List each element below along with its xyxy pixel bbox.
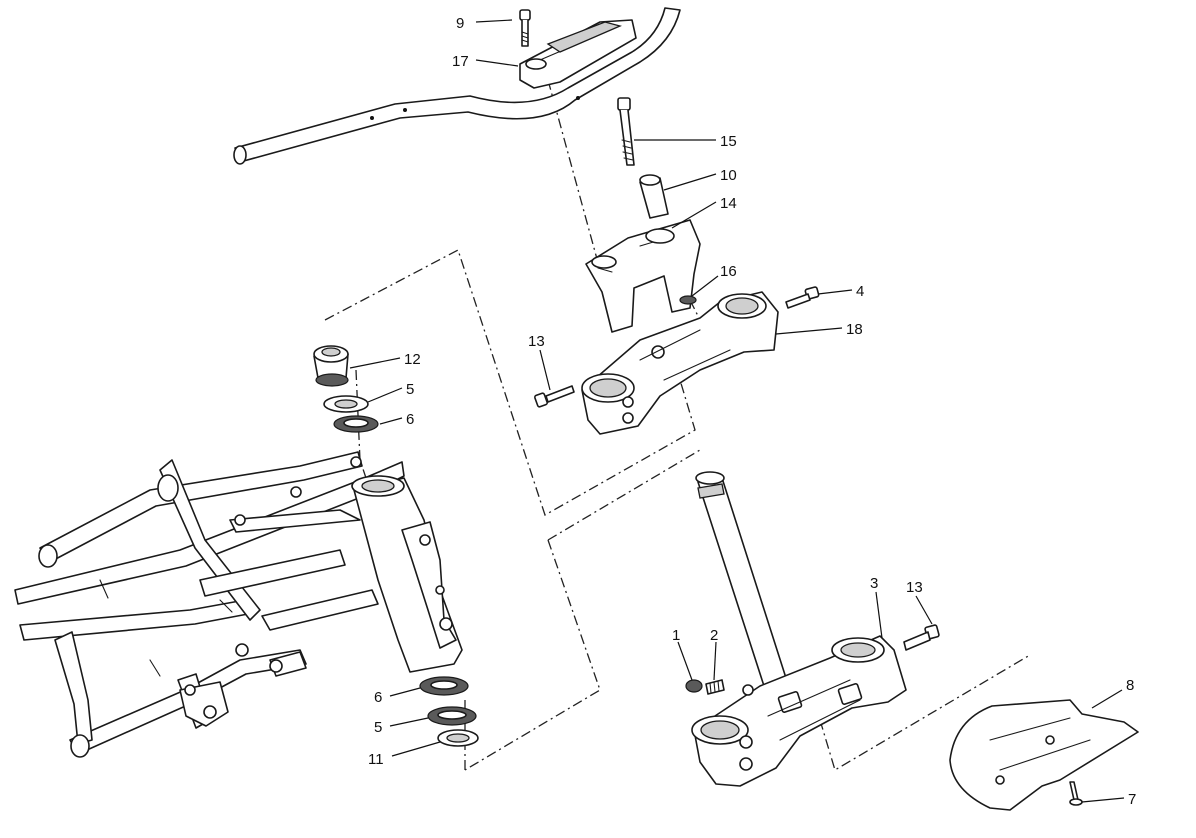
callout-11: 11: [368, 751, 384, 768]
callout-14: 14: [720, 195, 737, 212]
lower-triple-clamp-3: [691, 635, 907, 787]
callout-9: 9: [456, 15, 464, 32]
callout-13-upper: 13: [528, 333, 545, 350]
steering-head-tube: [351, 475, 463, 673]
callout-6-lower: 6: [374, 689, 382, 706]
callout-16: 16: [720, 263, 737, 280]
callout-labels: 9 17 15 10 14 16 4 18 13 12 5 6 3 13 1 2…: [368, 15, 1136, 808]
handlebar: [233, 7, 681, 165]
callout-18: 18: [846, 321, 863, 338]
bolt-13-lower: [903, 624, 940, 651]
callout-17: 17: [452, 53, 469, 70]
callout-8: 8: [1126, 677, 1134, 694]
callout-4: 4: [856, 283, 864, 300]
callout-2: 2: [710, 627, 718, 644]
washer-16: [679, 295, 697, 305]
ring-nut-6-lower: [419, 676, 469, 696]
seal-11: [437, 729, 479, 747]
callout-10: 10: [720, 167, 737, 184]
frame: [14, 451, 405, 758]
washer-5-lower: [427, 706, 477, 726]
spacer-10: [639, 174, 669, 219]
steering-cover-8: [949, 699, 1139, 811]
callout-15: 15: [720, 133, 737, 150]
callout-6-upper: 6: [406, 411, 414, 428]
grub-screw-2: [705, 679, 725, 695]
clamp-bolt-9: [519, 9, 531, 47]
callout-13-lower: 13: [906, 579, 923, 596]
callout-3: 3: [870, 575, 878, 592]
upper-triple-clamp-18: [581, 291, 779, 435]
steering-nut-12: [313, 345, 349, 387]
callout-5-lower: 5: [374, 719, 382, 736]
nut-1: [685, 679, 703, 693]
callout-1: 1: [672, 627, 680, 644]
ring-nut-6-upper: [333, 415, 379, 433]
leader-lines: [349, 19, 1125, 803]
callout-7: 7: [1128, 791, 1136, 808]
bolt-13-upper: [534, 385, 575, 408]
long-bolt-15: [617, 97, 635, 166]
steering-stem: [695, 471, 787, 687]
screw-7: [1069, 781, 1083, 806]
bolt-4: [785, 286, 820, 309]
handlebar-riser-14: [585, 219, 701, 333]
callout-5-upper: 5: [406, 381, 414, 398]
handlebar-clamp-17: [519, 19, 637, 89]
washer-5-upper: [323, 395, 369, 413]
callout-12: 12: [404, 351, 421, 368]
